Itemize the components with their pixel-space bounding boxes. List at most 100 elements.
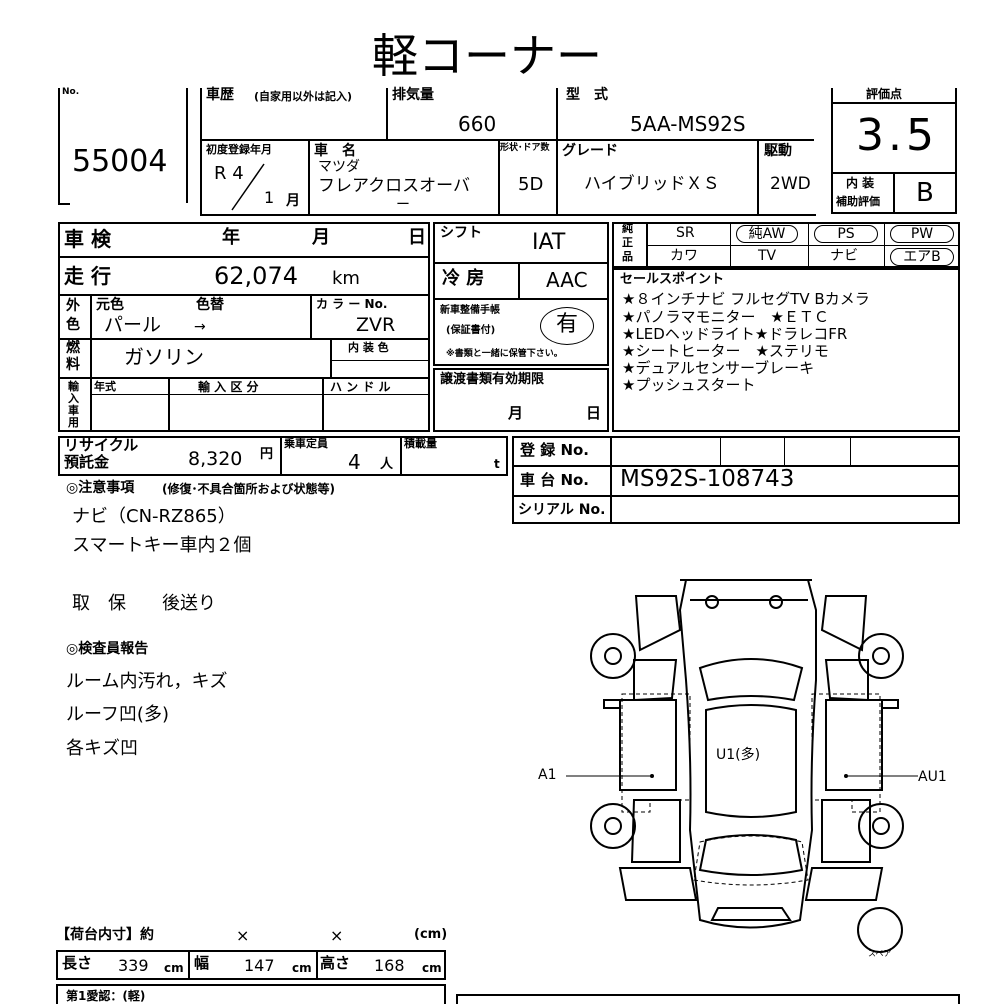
drive-label: 駆動 [764,143,792,159]
score-v-line [893,172,895,214]
model-value: 5AA-MS92S [630,112,746,136]
equipment-label-3: 品 [622,250,633,263]
row-line [58,338,430,340]
bottom-right-box [456,994,960,1004]
ac-label: 冷 房 [442,268,485,289]
maintenance-circle [540,307,594,345]
score-divider [831,102,957,104]
row-line [90,394,430,395]
col-line [808,222,809,268]
interior-color-label: 内 装 色 [348,341,389,354]
row-line [58,294,430,296]
transfer-block [433,368,609,432]
cargo-dimensions-box [56,950,446,980]
original-color-label: 元色 [96,297,124,313]
recycle-label-2: 預託金 [64,453,110,471]
drive-value: 2WD [770,174,811,194]
v-line [308,139,310,214]
cargo-unit: (cm) [414,927,448,942]
col-line [720,436,721,465]
mileage-value: 62,074 [214,262,298,290]
col-line [400,436,402,476]
capacity-unit: 人 [380,457,394,472]
first-reg-era: R 4 [214,163,244,184]
reg-no-label: 登 録 No. [520,441,590,459]
caution-label: ◎注意事項 [66,480,135,496]
fuel-label-2: 料 [66,357,80,373]
ac-value: AAC [546,268,588,292]
sales-points-block [612,268,960,432]
equipment-sr: SR [676,225,695,241]
row-line [58,256,430,258]
lot-bracket-right [186,88,188,203]
car-name: フレアクロスオーバ [318,176,470,196]
equipment-navi: ナビ [830,248,858,264]
col-line [316,950,318,980]
load-unit: t [494,457,500,471]
row-line [330,360,430,361]
first-reg-month-unit: 月 [286,193,300,209]
displacement-value: 660 [458,112,497,136]
col-line [330,338,332,377]
equipment-pw: PW [890,225,954,243]
chassis-no: MS92S-108743 [620,466,795,492]
car-name-label: 車 名 [314,143,356,159]
model-label: 型 式 [566,87,608,103]
row-line [58,377,430,379]
right-damage-mark: AU1 [918,769,947,785]
mileage-unit: km [332,268,360,289]
fuel-value: ガソリン [124,345,204,369]
inspector-label: ◎検査員報告 [66,641,149,657]
cargo-length-unit: cm [164,961,184,975]
col-line [188,950,190,980]
row-line [512,495,960,497]
exterior-label-2: 色 [66,317,80,333]
exterior-label-1: 外 [66,298,80,314]
caution-line: ナビ（CN-RZ865） [72,506,236,527]
transfer-month-unit: 月 [508,404,524,422]
manual-line: 取 保 後送り [72,593,216,614]
equipment-leather: カワ [670,248,698,264]
first-reg-label: 初度登録年月 [206,143,272,156]
handle-label: ハ ン ド ル [330,380,391,394]
mileage-label: 走 行 [64,264,111,288]
fuel-label-1: 燃 [66,340,80,356]
v-line [386,88,388,139]
row-line [512,465,960,467]
sales-point-line: ★８インチナビ フルセグTV Bカメラ [622,290,870,308]
recycle-yen: 円 [260,447,274,462]
col-line [784,436,785,465]
sales-point-line: ★シートヒーター ★ステリモ [622,342,829,360]
import-label-1: 輸 [68,380,79,393]
cargo-label: 【荷台内寸】約 [56,927,154,943]
sales-points-label: セールスポイント [620,272,725,287]
col-line [850,436,851,465]
grade-value: ハイブリッドＸＳ [584,174,720,194]
row-line [433,298,609,300]
inspector-line: 各キズ凹 [66,738,138,759]
history-label: 車歴 [206,87,234,103]
interior-label-1: 内 装 [846,176,875,190]
maintenance-value: 有 [556,312,579,337]
history-note: (自家用以外は記入) [254,90,353,103]
col-line [90,294,92,432]
maintenance-label-1: 新車整備手帳 [440,305,500,316]
col-line [518,262,520,298]
shift-value: IAT [532,230,566,255]
doors-value: 5D [518,174,544,195]
col-line [322,377,324,432]
shift-block [433,222,609,366]
load-label: 積載量 [404,437,437,450]
recycle-label-1: リサイクル [64,436,139,454]
recycle-block [58,436,508,476]
capacity-label: 乗車定員 [284,437,328,450]
import-label-2: 入 [68,392,79,405]
color-change-label: 色替 [196,297,224,313]
import-type-label: 輸 入 区 分 [198,380,259,394]
car-diagram [566,579,918,953]
equipment-airbag: エアB [890,248,954,266]
color-no-label: カ ラ ー No. [316,297,388,311]
header-block [200,88,816,216]
displacement-label: 排気量 [392,87,434,103]
cargo-length-label: 長さ [62,954,93,972]
